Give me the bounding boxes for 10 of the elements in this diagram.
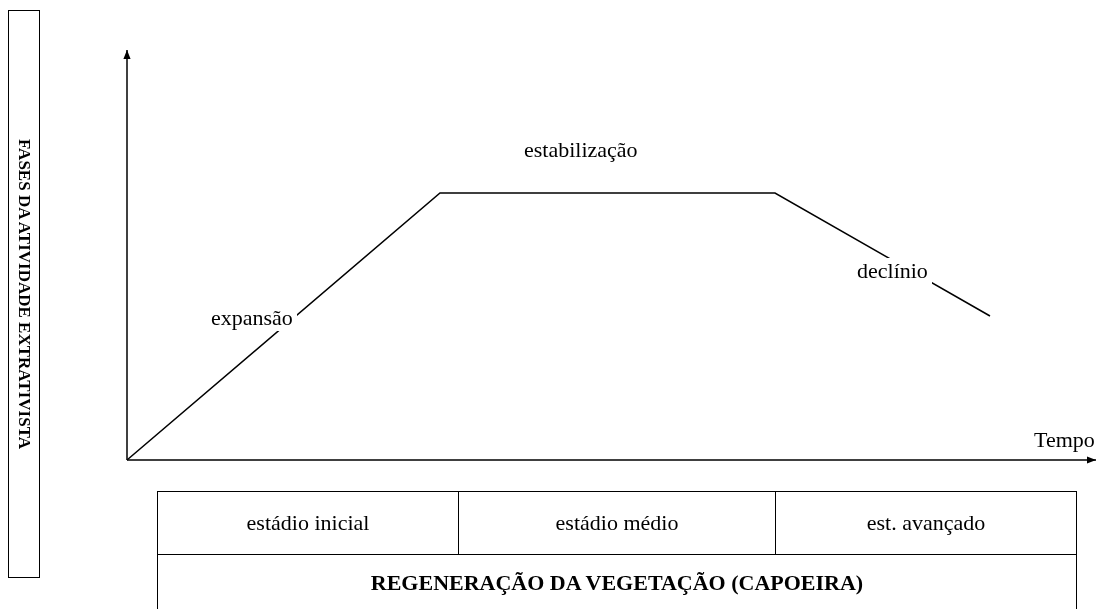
stage-label: est. avançado <box>866 510 986 536</box>
stage-cell <box>157 491 459 555</box>
stage-label: estádio médio <box>555 510 679 536</box>
axis-title: FASES DA ATIVIDADE EXTRATIVISTA <box>14 139 34 449</box>
axis-label: Tempo <box>1033 427 1096 453</box>
section-title: REGENERAÇÃO DA VEGETAÇÃO (CAPOEIRA) <box>370 570 864 596</box>
axis-title-box <box>8 10 40 578</box>
stage-label: estádio inicial <box>246 510 370 536</box>
stage-cell <box>157 554 1077 609</box>
stage-cell <box>775 491 1077 555</box>
